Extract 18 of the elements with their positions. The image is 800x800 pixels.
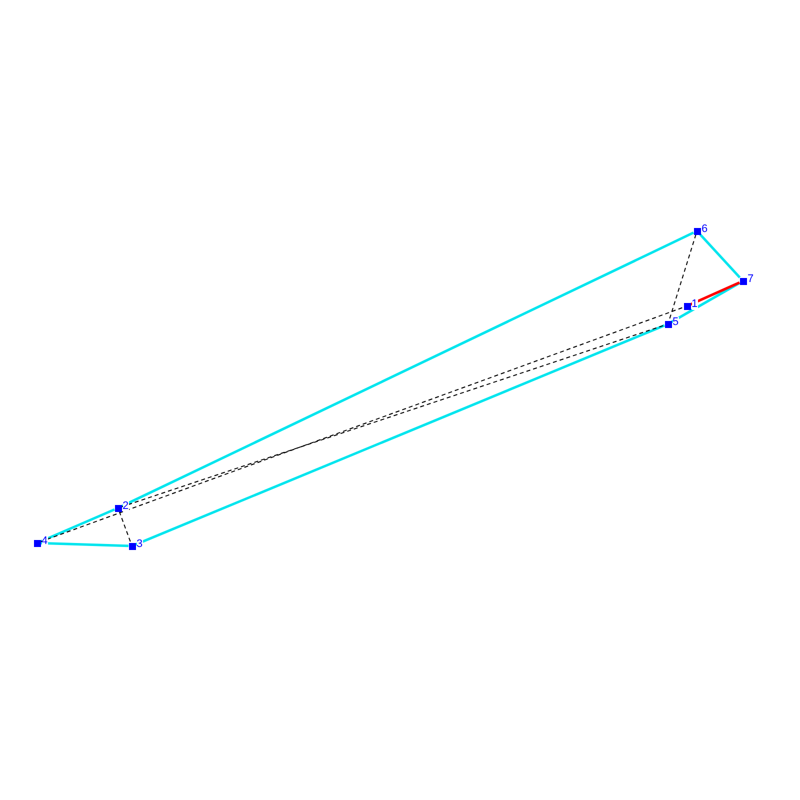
point-label: 5 xyxy=(672,316,679,328)
dashed-line xyxy=(40,306,684,542)
line xyxy=(120,232,694,508)
line xyxy=(670,282,740,324)
line xyxy=(135,324,665,546)
point-label: 6 xyxy=(702,224,708,234)
point-label: 7 xyxy=(748,274,754,284)
dashed-line xyxy=(668,234,696,321)
line xyxy=(40,542,129,548)
line xyxy=(690,281,740,306)
line xyxy=(699,234,741,278)
point-label: 4 xyxy=(42,536,48,546)
dashed-line xyxy=(121,324,665,508)
point-label: 3 xyxy=(136,538,143,550)
point-label: 1 xyxy=(692,298,698,310)
point-label: 2 xyxy=(122,500,129,512)
line xyxy=(40,508,115,543)
dashed-line xyxy=(118,511,132,543)
